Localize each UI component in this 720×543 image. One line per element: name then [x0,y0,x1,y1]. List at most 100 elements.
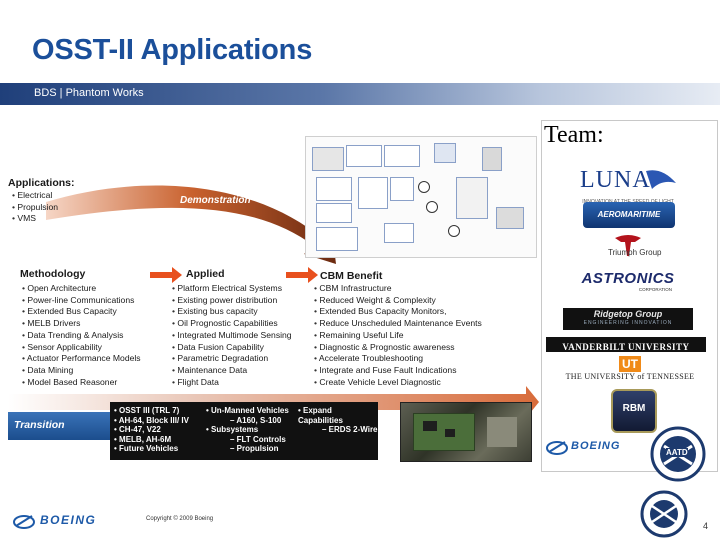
chip [423,421,437,431]
transition-targets: • OSST III (TRL 7) • AH-64, Block III/ I… [110,402,378,460]
list-item: Accelerate Troubleshooting [314,353,482,365]
arrow-to-applied [150,267,182,283]
list-item: Propulsion [12,202,58,214]
list-item: – Propulsion [230,444,279,453]
applications-title: Applications: [8,177,75,189]
list-item: – ERDS 2-Wire [322,425,378,434]
boeing-footer-logo: BOEING [12,510,122,539]
list-item: Existing power distribution [172,295,292,307]
transition-label-box: Transition [8,412,111,440]
triumph-icon [615,235,641,256]
list-item: • AH-64, Block III/ IV [114,415,189,425]
cbm-benefit-title: CBM Benefit [320,270,383,282]
list-item: • MELB, AH-6M [114,434,172,444]
chip [445,429,455,437]
list-item: Remaining Useful Life [314,330,482,342]
list-item: Integrated Multimode Sensing [172,330,291,342]
copyright: Copyright © 2009 Boeing [146,516,214,522]
list-item: Maintenance Data [172,365,292,377]
page-number: 4 [703,521,709,531]
rbm-logo: RBM [611,389,657,433]
diagram-marker [426,201,438,213]
list-item: Diagnostic & Prognostic awareness [314,342,482,354]
list-item: Extended Bus Capacity Monitors, [314,306,482,318]
diagram-node [496,207,524,229]
transition-col-1: • OSST III (TRL 7) • AH-64, Block III/ I… [114,406,189,454]
ridgetop-tagline: ENGINEERING INNOVATION [583,320,673,326]
luna-logo: LUNA INNOVATION AT THE SPEED OF LIGHT [578,165,678,205]
demonstration-arrow [46,185,336,264]
list-item: Power-line Communications [22,295,141,307]
list-item: Electrical [12,190,58,202]
list-item: Reduced Weight & Complexity [314,295,482,307]
list-item: Oil Prognostic Capabilities [172,318,292,330]
astronics-logo: ASTRONICS CORPORATION [578,270,678,292]
boeing-footer-graphic [13,515,35,529]
diagram-node [482,147,502,171]
astronics-tagline: CORPORATION [638,287,672,292]
list-item: Sensor Applicability [22,342,141,354]
triumph-text: Triumph Group [608,248,662,257]
list-item: Parametric Degradation [172,353,292,365]
list-item: Flight Data [172,377,292,389]
diagram-marker [448,225,460,237]
diagram-node [390,177,414,201]
diagram-node [358,177,388,209]
diagram-node [346,145,382,167]
boeing-footer-text: BOEING [40,513,97,527]
aatd-footer-logo [640,490,688,538]
list-item: VMS [12,213,58,225]
diagram-node [384,223,414,243]
diagram-node [316,177,352,201]
list-item: Model Based Reasoner [22,377,141,389]
diagram-node [316,227,358,251]
list-item: • Future Vehicles [114,444,179,453]
list-item: Create Vehicle Level Diagnostic [314,377,482,389]
diagram-node [434,143,456,163]
applied-list: Platform Electrical Systems Existing pow… [172,283,292,389]
luna-logo-graphic: LUNA [580,167,676,193]
transition-label: Transition [14,419,65,431]
aatd-logo: AATD [650,426,706,482]
boeing-team-logo: BOEING [545,436,645,460]
connector [487,417,517,447]
list-item: • OSST III (TRL 7) [114,406,180,415]
boeing-icon [546,441,568,455]
vanderbilt-text: VANDERBILT UNIVERSITY [562,342,690,352]
list-item: Platform Electrical Systems [172,283,292,295]
transition-col-3: • Expand Capabilities – ERDS 2-Wire [298,406,378,435]
applications-list: Electrical Propulsion VMS [12,190,58,225]
list-item: Data Trending & Analysis [22,330,141,342]
methodology-title: Methodology [20,268,86,280]
transition-col-2: • Un-Manned Vehicles – A160, S-100 • Sub… [206,406,289,454]
diagram-marker [418,181,430,193]
diagram-node [384,145,420,167]
methodology-list: Open Architecture Power-line Communicati… [22,283,141,388]
list-item: Data Fusion Capability [172,342,292,354]
cbm-benefit-list: CBM Infrastructure Reduced Weight & Comp… [314,283,482,388]
aeromaritime-text: AEROMARITIME [597,210,661,219]
subtitle-text: BDS | Phantom Works [34,87,144,99]
list-item: Open Architecture [22,283,141,295]
ut-mark: UT [619,356,641,372]
boeing-team-text: BOEING [571,440,621,452]
aatd-text: AATD [666,448,688,457]
list-item: Actuator Performance Models [22,353,141,365]
astronics-text: ASTRONICS [581,270,675,287]
list-item: – FLT Controls [230,434,286,444]
circuit-board [413,413,475,451]
list-item: • Expand Capabilities [298,406,343,425]
diagram-node [312,147,344,171]
tennessee-logo: UT THE UNIVERSITY of TENNESSEE [560,356,700,381]
aeromaritime-logo: AEROMARITIME [583,202,675,228]
list-item: • CH-47, V22 [114,425,161,434]
aatd-footer-emblem [640,490,688,538]
list-item: Data Mining [22,365,141,377]
svg-text:LUNA: LUNA [580,167,651,193]
list-item: • Subsystems [206,425,259,434]
ridgetop-logo: Ridgetop Group ENGINEERING INNOVATION [563,308,693,330]
list-item: Existing bus capacity [172,306,292,318]
applied-title: Applied [186,268,225,280]
list-item: CBM Infrastructure [314,283,482,295]
triumph-logo: Triumph Group [578,234,678,261]
